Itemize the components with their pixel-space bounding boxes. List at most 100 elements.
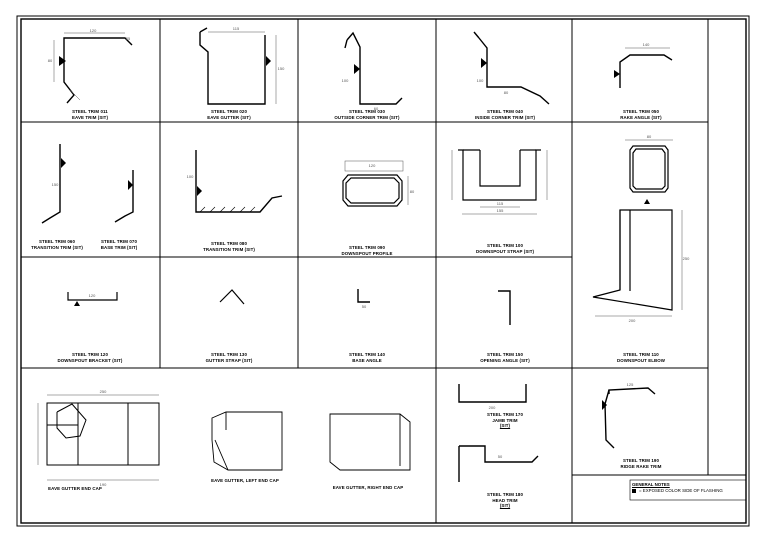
dim-label: 190 [100, 482, 107, 487]
panel-label-line: STEEL TRIM 011 [72, 109, 108, 114]
profile-transition-trim-a [41, 144, 66, 224]
panel-label-line: DOWNSPOUT BRACKET (SIT) [57, 357, 123, 363]
panel-label-line: STEEL TRIM 150 [487, 352, 523, 357]
panel-label-line: (SIT) [499, 423, 511, 429]
panel-label-line: STEEL TRIM 020 [211, 109, 247, 114]
panel-label-line: STEEL TRIM 060 [39, 239, 75, 244]
dim-label: 100 [477, 78, 484, 83]
profile-jamb-trim [458, 384, 527, 403]
profile-base-angle [357, 289, 370, 303]
dim-label: 120 [89, 293, 96, 298]
panel-label-line: STEEL TRIM 130 [211, 352, 247, 357]
dim-label: 250 [100, 389, 107, 394]
panel-label-line: STEEL TRIM 030 [349, 109, 385, 114]
dims-downspout-strap [451, 150, 548, 215]
dims-gutter-end-cap [37, 394, 159, 481]
profile-right-end-cap [329, 413, 411, 471]
panel-label-line: DOWNSPOUT STRAP (SIT) [475, 248, 535, 254]
dims-downspout [344, 160, 409, 205]
profile-outside-corner [344, 31, 403, 105]
panel-label-line: STEEL TRIM 100 [487, 243, 523, 248]
profile-downspout [342, 174, 403, 207]
panel-label-line: STEEL TRIM 080 [211, 241, 247, 246]
panel-label-line: RAKE ANGLE (SIT) [620, 114, 662, 120]
profile-downspout-strap [458, 149, 541, 201]
profile-downspout-elbow [592, 145, 673, 311]
notes-box [629, 479, 747, 501]
panel-label-line: STEEL TRIM 190 [623, 458, 659, 463]
profile-gutter-strap [219, 289, 245, 305]
panel-label-line: EAVE GUTTER END CAP [48, 486, 102, 491]
bracket-marker [74, 301, 80, 306]
panel-label-p16: EAVE GUTTER END CAP [0, 486, 150, 492]
dim-label: 125 [627, 382, 634, 387]
panel-label-line: TRANSITION TRIM (SIT) [31, 244, 83, 250]
profile-downspout-bracket [67, 292, 118, 301]
dim-label: 50 [498, 454, 503, 459]
panel-label-line: (SIT) [499, 503, 511, 509]
panel-label-line: RIDGE RAKE TRIM [620, 463, 662, 469]
dim-label: 115 [233, 26, 240, 31]
panel-label-line: STEEL TRIM 170 [487, 412, 523, 417]
panel-label-line: GUTTER STRAP (SIT) [205, 357, 253, 363]
panel-label-line: STEEL TRIM 040 [487, 109, 523, 114]
profile-head-trim [458, 445, 539, 482]
general-notes-line: = EXPOSED COLOR SIDE OF FLASHING [632, 488, 752, 494]
profile-left-end-cap [211, 411, 283, 471]
panel-label-line: STEEL TRIM 070 [101, 239, 137, 244]
panel-label-line: JAMB TRIM [492, 417, 518, 423]
panel-label-line: EAVE GUTTER (SIT) [207, 114, 251, 120]
panel-label-line: DOWNSPOUT PROFILE [341, 250, 393, 256]
panel-label-line: TRANSITION TRIM (SIT) [203, 246, 255, 252]
profile-eave-gutter [199, 27, 271, 105]
panel-label-line: EAVE TRIM (SIT) [71, 114, 109, 120]
panel-label-line: HEAD TRIM [492, 497, 518, 503]
dims-eave-gutter [208, 31, 277, 104]
general-notes-title: GENERAL NOTES [632, 482, 670, 487]
inner-border [20, 18, 747, 524]
panel-label-line: INSIDE CORNER TRIM (SIT) [474, 114, 536, 120]
profile-base-trim [114, 170, 134, 223]
panel-label-p18: EAVE GUTTER, RIGHT END CAP [293, 485, 443, 491]
dim-label: 100 [342, 78, 349, 83]
dim-label: 155 [497, 208, 504, 213]
panel-label-line: EAVE GUTTER, LEFT END CAP [211, 478, 279, 483]
outer-border [16, 15, 750, 527]
profile-rake-angle [614, 54, 673, 88]
profile-eave-trim [59, 37, 133, 104]
panel-label-line: EAVE GUTTER, RIGHT END CAP [332, 485, 404, 490]
dim-label: 140 [643, 42, 650, 47]
dim-label: 50 [362, 304, 367, 309]
panel-label-line: STEEL TRIM 140 [349, 352, 385, 357]
profile-opening-angle [498, 290, 511, 325]
panel-label-line: DOWNSPOUT ELBOW [616, 357, 666, 363]
panel-label-line: BASE ANGLE [352, 357, 382, 363]
dim-label: 80 [647, 134, 652, 139]
dim-label: 150 [52, 182, 59, 187]
panel-label-line: STEEL TRIM 090 [349, 245, 385, 250]
dim-label: 120 [90, 28, 97, 33]
panel-label-line: STEEL TRIM 110 [623, 352, 659, 357]
panel-label-line: BASE TRIM (SIT) [100, 244, 138, 250]
general-notes-text: = EXPOSED COLOR SIDE OF FLASHING [639, 488, 723, 493]
dim-label: 80 [48, 58, 53, 63]
dim-label: 200 [629, 318, 636, 323]
general-notes: GENERAL NOTES = EXPOSED COLOR SIDE OF FL… [632, 482, 752, 494]
dim-label: 150 [278, 66, 285, 71]
panel-label-line: OPENING ANGLE (SIT) [480, 357, 530, 363]
dim-label: 80 [504, 90, 509, 95]
panel-label-p17: EAVE GUTTER, LEFT END CAP [170, 478, 320, 484]
